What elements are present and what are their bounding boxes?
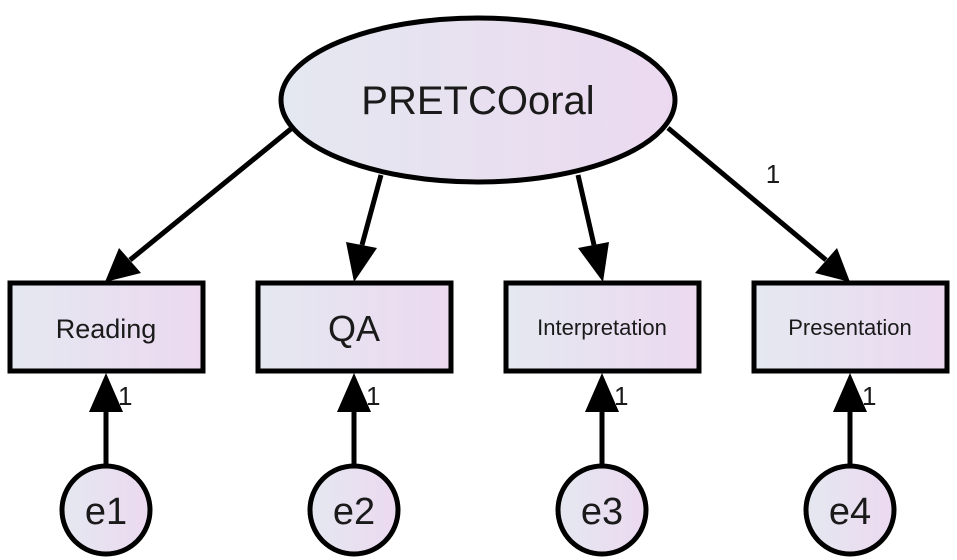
arrowhead-e2 [337,373,371,412]
path-latent-to-qa [359,174,384,246]
latent-variable: PRETCOoral [278,15,678,185]
indicator-presentation: Presentation [751,280,950,374]
loading-paths [128,126,828,262]
indicator-box [503,280,702,374]
error-weight-label: 1 [614,381,628,411]
path-latent-to-interpretation [575,174,597,246]
indicator-interpretation: Interpretation [503,280,702,374]
loading-arrowheads [105,242,850,282]
error-weight-label: 1 [118,381,132,411]
indicator-qa: QA [255,280,454,374]
latent-label: PRETCOoral [361,79,594,123]
arrowhead-e3 [585,373,619,412]
arrowhead-presentation [815,248,850,282]
error-arrowheads [89,373,867,412]
indicator-label: Reading [56,314,157,344]
error-circle [803,463,897,557]
arrowhead-qa [346,242,377,282]
arrowhead-interpretation [578,242,609,282]
indicator-label: QA [328,308,380,349]
error-label: e4 [829,491,871,533]
indicator-box [255,280,454,374]
error-paths [103,405,853,465]
error-e4: e4 [803,463,897,557]
error-label: e1 [85,491,127,533]
error-label: e2 [333,491,375,533]
error-weight-label: 1 [862,381,876,411]
arrowhead-e1 [89,373,123,412]
latent-ellipse [278,15,678,185]
indicator-reading: Reading [7,280,206,374]
indicator-label: Interpretation [537,315,667,340]
error-circle [307,463,401,557]
loading-weight-label: 1 [766,159,780,189]
error-label: e3 [581,491,623,533]
arrowhead-reading [105,248,141,282]
error-circle [555,463,649,557]
arrowhead-e4 [833,373,867,412]
error-weight-label: 1 [366,381,380,411]
path-latent-to-reading [128,126,294,262]
error-e2: e2 [307,463,401,557]
error-e3: e3 [555,463,649,557]
indicator-box [7,280,206,374]
error-circle [59,463,153,557]
path-latent-to-presentation [666,126,828,262]
indicator-box [751,280,950,374]
error-e1: e1 [59,463,153,557]
indicator-label: Presentation [788,315,912,340]
